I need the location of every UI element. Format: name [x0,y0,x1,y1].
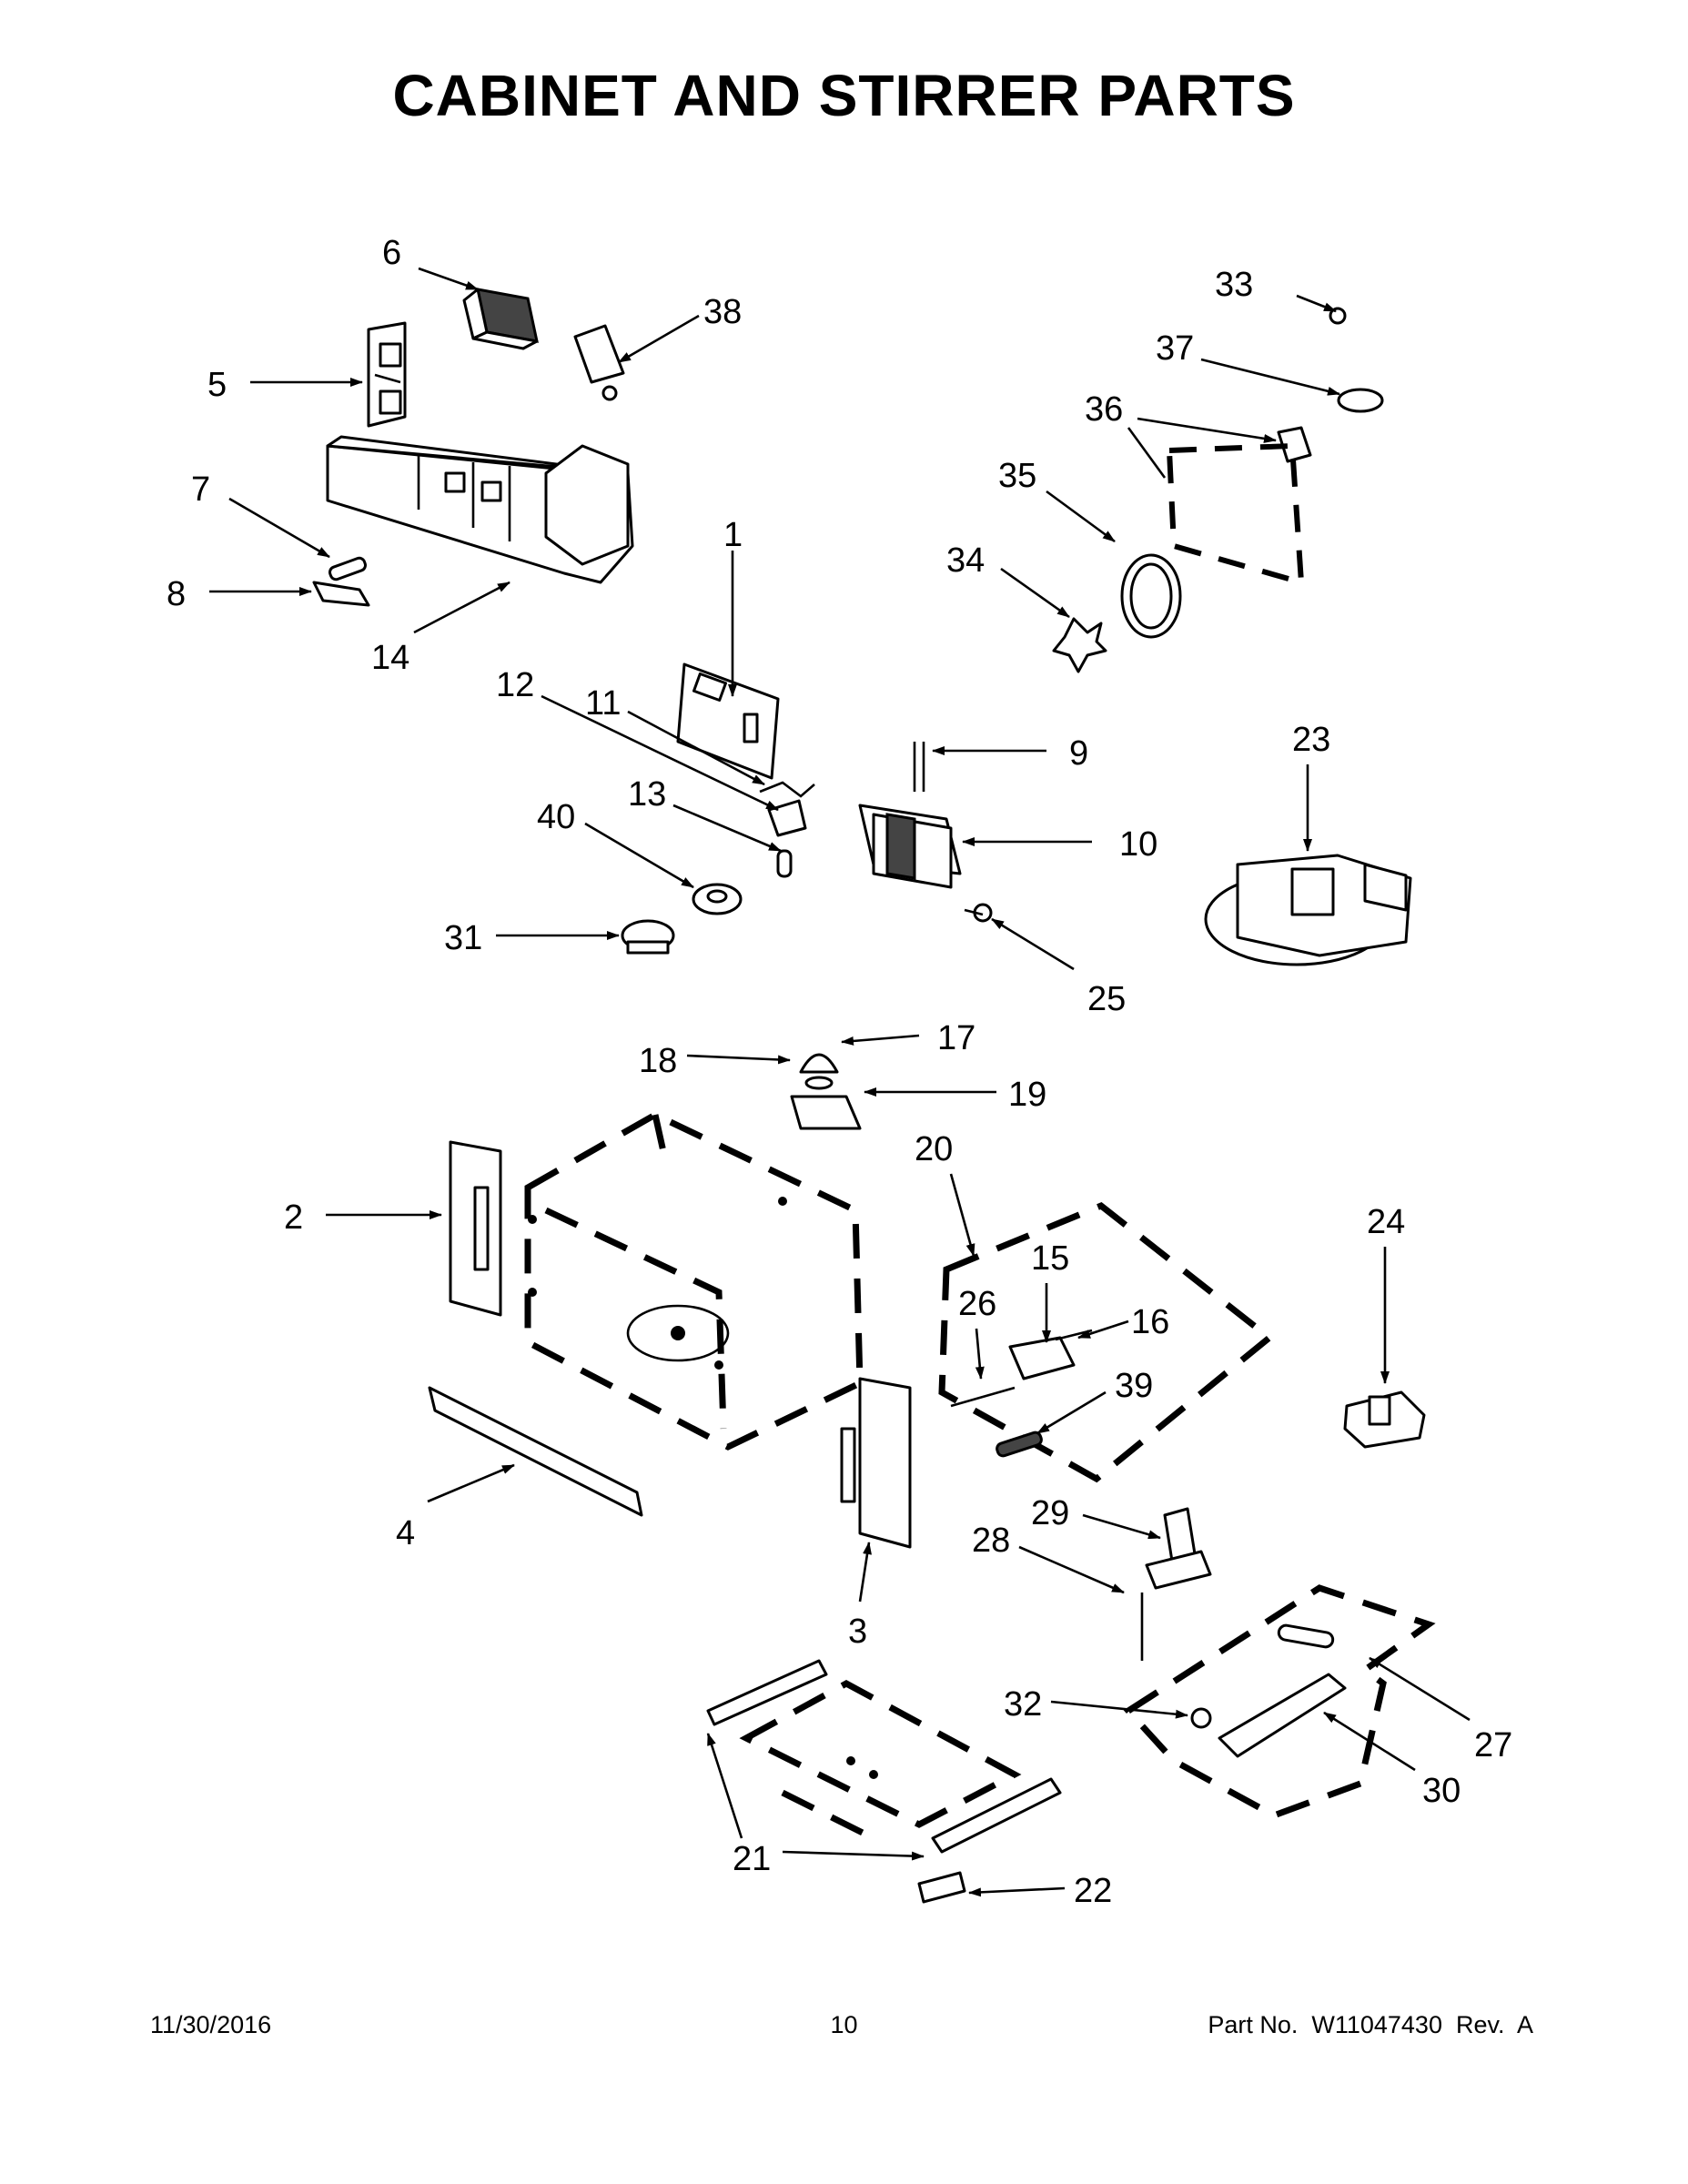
callout-40: 40 [537,798,575,836]
callout-22: 22 [1074,1872,1112,1910]
callout-12: 12 [496,666,534,704]
part-25-drawing [964,903,993,923]
part-15-drawing [1008,1336,1076,1380]
footer-page-number: 10 [830,2011,858,2038]
cabinet-dashed-outline [524,1111,864,1451]
callout-38: 38 [703,293,742,331]
part-6-drawing [462,288,539,350]
callout-15: 15 [1031,1239,1069,1278]
callout-31: 31 [444,919,482,957]
callout-35: 35 [998,457,1036,495]
callout-2: 2 [284,1198,303,1237]
callout-21: 21 [733,1840,771,1878]
part-2-drawing [449,1140,502,1317]
callout-34: 34 [946,541,985,580]
part-29-drawing [1145,1507,1212,1590]
callout-13: 13 [628,775,666,814]
callout-7: 7 [191,470,210,509]
part-18-drawing [804,1076,834,1090]
callout-8: 8 [167,575,186,613]
callout-14: 14 [371,639,409,677]
callout-39: 39 [1115,1367,1153,1405]
part-4-drawing [428,1386,643,1517]
callout-6: 6 [382,234,401,272]
callout-27: 27 [1474,1726,1512,1764]
part-34-drawing [1052,617,1107,673]
part-21-drawing [706,1659,1062,1854]
part-26-drawing [950,1386,1016,1408]
part-19-drawing [790,1095,862,1130]
footer-part-number: Part No. W11047430 Rev. A [1208,2011,1533,2038]
page-title: CABINET AND STIRRER PARTS [392,63,1296,128]
part-24-drawing [1343,1390,1426,1449]
part-27-drawing [1123,1584,1436,1819]
callout-36: 36 [1085,390,1123,429]
callout-37: 37 [1156,329,1194,368]
part-38-drawing [573,324,625,401]
part-39-drawing [996,1431,1043,1458]
part-11-drawing [759,781,815,798]
callout-5: 5 [207,366,227,404]
part-7-drawing [329,556,367,581]
part-17-drawing [799,1053,839,1074]
part-5-drawing [367,321,407,428]
callout-3: 3 [848,1613,867,1651]
callout-17: 17 [937,1019,975,1057]
callout-33: 33 [1215,266,1253,304]
part-13-drawing [776,849,793,878]
part-3-drawing [840,1377,912,1549]
part-20-drawing [938,1201,1275,1483]
part-37-drawing [1337,388,1384,413]
part-10-drawing [858,804,962,889]
part-12-drawing [767,799,807,837]
part-8-drawing [312,581,370,607]
part-35-drawing [1120,553,1182,639]
callout-labels: 6 38 5 7 8 14 1 11 12 13 40 31 9 10 25 2… [167,234,1512,1910]
callout-26: 26 [958,1285,996,1323]
part-32-drawing [1190,1707,1212,1729]
callout-1: 1 [723,516,743,554]
callout-9: 9 [1069,734,1088,773]
callout-10: 10 [1119,825,1157,864]
callout-25: 25 [1087,980,1126,1018]
part-22-drawing [917,1871,966,1904]
callout-4: 4 [396,1514,415,1552]
part-14-drawing [326,435,634,584]
callout-18: 18 [639,1042,677,1080]
part-9-drawing [913,742,925,792]
callout-16: 16 [1131,1303,1169,1341]
part-33-drawing [1329,307,1347,325]
callout-24: 24 [1367,1203,1405,1241]
footer-date: 11/30/2016 [150,2011,272,2038]
callout-28: 28 [972,1522,1010,1560]
callout-30: 30 [1422,1772,1461,1810]
part-40-drawing [692,883,743,915]
callout-11: 11 [585,684,621,723]
callout-20: 20 [915,1130,953,1168]
leader-lines [209,267,1471,1897]
part-23-drawing [1204,854,1412,966]
callout-29: 29 [1031,1494,1069,1532]
callout-23: 23 [1292,721,1330,759]
callout-32: 32 [1004,1685,1042,1724]
callout-19: 19 [1008,1076,1046,1114]
part-1-drawing [676,662,780,780]
part-30-drawing [1218,1673,1347,1758]
part-31-drawing [621,919,675,955]
part-36-drawing [1166,426,1312,587]
